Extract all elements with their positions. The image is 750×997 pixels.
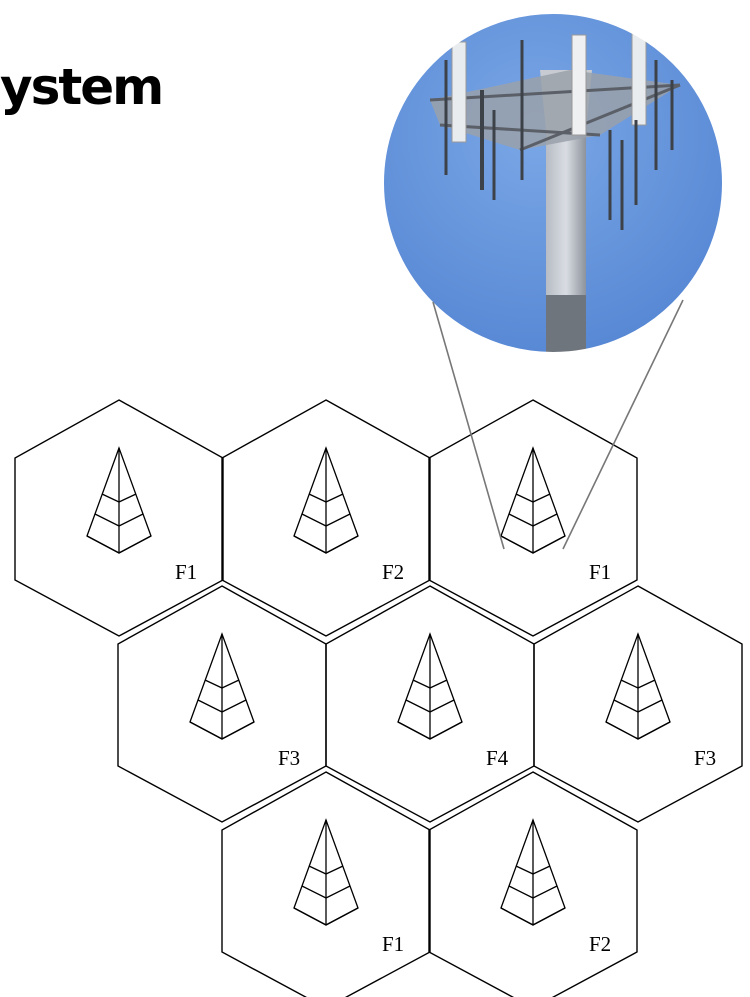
frequency-label: F2 bbox=[382, 560, 404, 584]
hex-cell: F4 bbox=[325, 585, 535, 823]
frequency-label: F3 bbox=[694, 746, 716, 770]
cell-tower-icon bbox=[86, 447, 152, 554]
hex-cell: F1 bbox=[14, 399, 224, 637]
frequency-label: F4 bbox=[486, 746, 509, 770]
cell-tower-photo bbox=[382, 12, 724, 354]
hex-cell-outline bbox=[428, 771, 638, 997]
cell-tower-icon bbox=[500, 447, 566, 554]
hex-cell-outline bbox=[428, 399, 638, 637]
hex-cell-outline bbox=[533, 585, 743, 823]
callout-line-left bbox=[432, 301, 505, 550]
cell-tower-icon bbox=[293, 447, 359, 554]
frequency-label: F1 bbox=[589, 560, 611, 584]
hex-cell: F3 bbox=[533, 585, 743, 823]
frequency-label: F3 bbox=[278, 746, 300, 770]
hex-cell: F2 bbox=[428, 771, 638, 997]
frequency-label: F1 bbox=[175, 560, 197, 584]
antenna-tower-image bbox=[429, 29, 681, 353]
frequency-label: F1 bbox=[382, 932, 404, 956]
cell-tower-icon bbox=[189, 633, 255, 740]
hex-cell: F3 bbox=[117, 585, 327, 823]
hex-cell: F1 bbox=[428, 399, 638, 637]
diagram-title: ystem bbox=[0, 58, 164, 116]
frequency-label: F2 bbox=[589, 932, 611, 956]
callout-line-right bbox=[562, 299, 684, 550]
cell-tower-icon bbox=[293, 819, 359, 926]
cell-tower-icon bbox=[397, 633, 463, 740]
cell-tower-icon bbox=[605, 633, 671, 740]
hex-cell: F2 bbox=[221, 399, 431, 637]
cell-tower-icon bbox=[500, 819, 566, 926]
